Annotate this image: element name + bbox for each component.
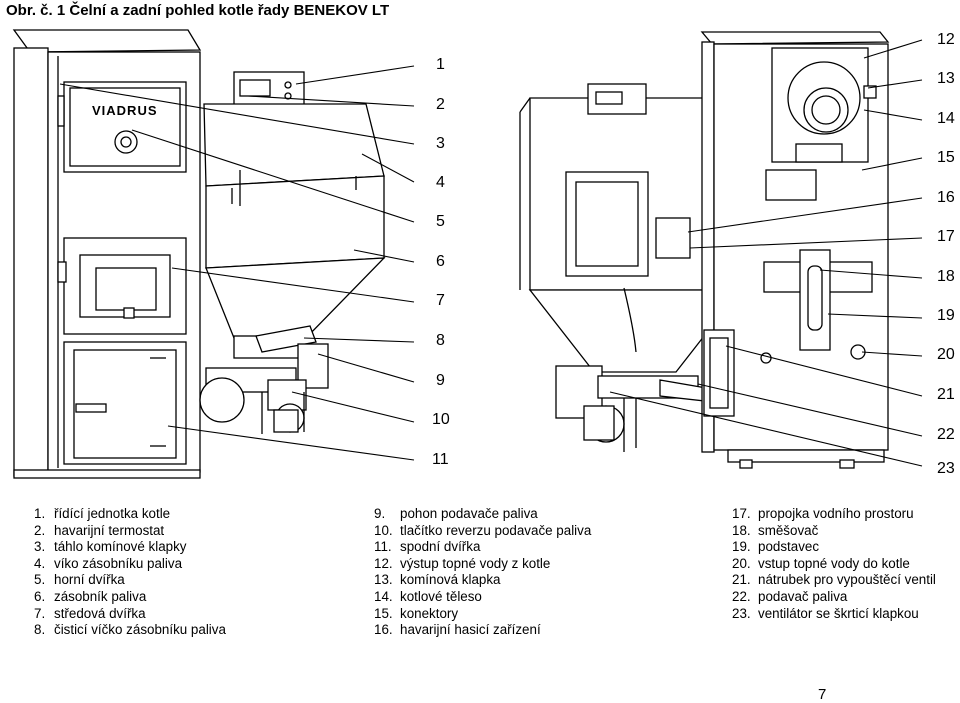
front-leader-lines bbox=[59, 65, 415, 461]
legend-column-1: 1.řídící jednotka kotle 2.havarijní term… bbox=[34, 506, 226, 639]
callout-3: 3 bbox=[436, 135, 445, 152]
rear-panels bbox=[703, 169, 873, 417]
callout-4: 4 bbox=[436, 174, 445, 191]
legend-item: 10.tlačítko reverzu podavače paliva bbox=[374, 522, 592, 538]
legend-item: 9.pohon podavače paliva bbox=[374, 506, 538, 521]
legend-item: 5.horní dvířka bbox=[34, 572, 125, 588]
legend-item: 21.nátrubek pro vypouštěcí ventil bbox=[732, 572, 936, 588]
callout-15: 15 bbox=[937, 149, 955, 166]
callout-21: 21 bbox=[937, 386, 955, 403]
callout-18: 18 bbox=[937, 268, 955, 285]
callout-10: 10 bbox=[432, 411, 450, 428]
legend-item: 23.ventilátor se škrticí klapkou bbox=[732, 605, 919, 621]
legend-column-3: 17.propojka vodního prostoru 18.směšovač… bbox=[732, 506, 936, 622]
viadrus-logo: VIADRUS bbox=[92, 103, 158, 118]
page-number: 7 bbox=[818, 686, 827, 703]
rear-hopper bbox=[519, 83, 742, 373]
boiler-technical-drawing bbox=[12, 29, 923, 479]
rear-flue-damper bbox=[771, 47, 877, 163]
callout-12: 12 bbox=[937, 31, 955, 48]
legend-item: 16.havarijní hasicí zařízení bbox=[374, 622, 541, 638]
rear-leader-lines bbox=[609, 39, 923, 467]
legend-item: 22.podavač paliva bbox=[732, 588, 848, 604]
legend-item: 20.vstup topné vody do kotle bbox=[732, 555, 910, 571]
callout-2: 2 bbox=[436, 96, 445, 113]
callout-17: 17 bbox=[937, 228, 955, 245]
callout-23: 23 bbox=[937, 460, 955, 477]
callout-6: 6 bbox=[436, 253, 445, 270]
callout-8: 8 bbox=[436, 332, 445, 349]
callout-1: 1 bbox=[436, 56, 445, 73]
front-lower-door bbox=[63, 341, 187, 465]
callout-14: 14 bbox=[937, 110, 955, 127]
callout-9: 9 bbox=[436, 372, 445, 389]
rear-boiler-body bbox=[700, 31, 890, 469]
legend-item: 18.směšovač bbox=[732, 522, 819, 538]
callout-13: 13 bbox=[937, 70, 955, 87]
legend-item: 1.řídící jednotka kotle bbox=[34, 506, 171, 521]
front-control-unit bbox=[233, 71, 305, 107]
legend-item: 12.výstup topné vody z kotle bbox=[374, 555, 551, 571]
front-fuel-hopper bbox=[203, 103, 386, 339]
figure-caption: Obr. č. 1 Čelní a zadní pohled kotle řad… bbox=[6, 2, 390, 19]
legend-item: 2.havarijní termostat bbox=[34, 522, 165, 538]
legend-item: 19.podstavec bbox=[732, 539, 820, 555]
legend-item: 14.kotlové těleso bbox=[374, 588, 482, 604]
callout-20: 20 bbox=[937, 346, 955, 363]
legend-item: 4.víko zásobníku paliva bbox=[34, 555, 183, 571]
legend-item: 7.středová dvířka bbox=[34, 605, 146, 621]
front-fuel-feeder bbox=[199, 325, 329, 434]
callout-5: 5 bbox=[436, 213, 445, 230]
legend-item: 11.spodní dvířka bbox=[374, 539, 481, 555]
callout-22: 22 bbox=[937, 426, 955, 443]
front-upper-door bbox=[57, 81, 187, 173]
callout-7: 7 bbox=[436, 292, 445, 309]
legend-item: 6.zásobník paliva bbox=[34, 588, 147, 604]
callout-11: 11 bbox=[432, 451, 449, 468]
legend-column-2: 9.pohon podavače paliva 10.tlačítko reve… bbox=[374, 506, 591, 639]
legend-item: 17.propojka vodního prostoru bbox=[732, 506, 914, 521]
callout-19: 19 bbox=[937, 307, 955, 324]
callout-16: 16 bbox=[937, 189, 955, 206]
legend-item: 3.táhlo komínové klapky bbox=[34, 539, 187, 555]
legend-item: 15.konektory bbox=[374, 605, 459, 621]
legend-item: 8.čisticí víčko zásobníku paliva bbox=[34, 622, 226, 638]
legend-item: 13.komínová klapka bbox=[374, 572, 501, 588]
front-middle-door bbox=[57, 237, 187, 335]
